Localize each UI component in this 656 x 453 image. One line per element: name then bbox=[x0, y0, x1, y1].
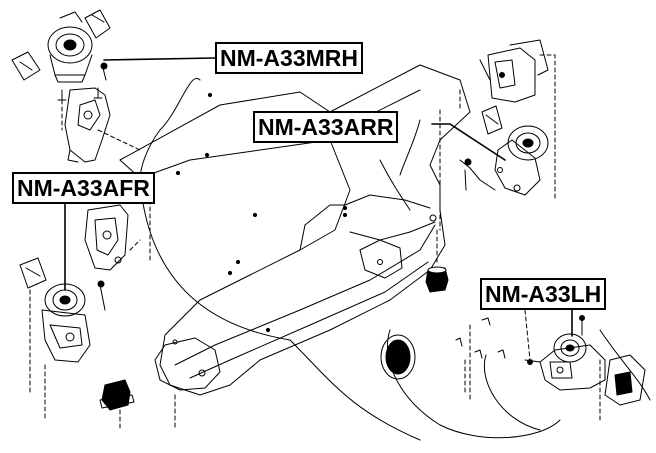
part-label-arr: NM-A33ARR bbox=[253, 111, 399, 143]
mount-arr bbox=[439, 39, 556, 231]
part-label-mrh: NM-A33MRH bbox=[215, 42, 363, 74]
mount-afr bbox=[19, 199, 151, 421]
mount-lh bbox=[455, 309, 646, 421]
leader-lines bbox=[64, 57, 573, 337]
part-label-afr: NM-A33AFR bbox=[12, 172, 155, 204]
part-label-lh: NM-A33LH bbox=[480, 278, 607, 310]
subframe bbox=[119, 64, 471, 396]
bump-stop bbox=[99, 379, 176, 431]
engine-outline bbox=[139, 77, 651, 441]
mount-mrh bbox=[11, 9, 141, 163]
rear-insulator bbox=[425, 229, 449, 293]
